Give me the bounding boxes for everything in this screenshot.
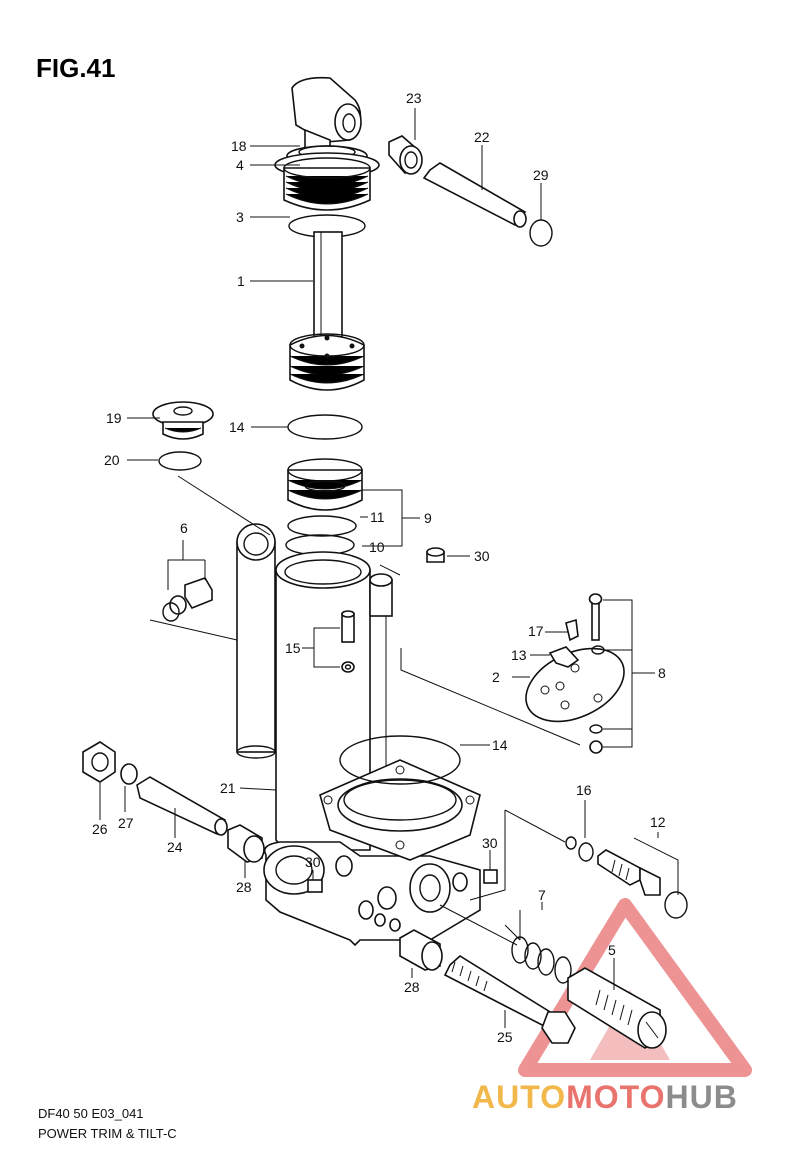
callout-23: 23 xyxy=(406,90,422,106)
callout-30-upper: 30 xyxy=(474,548,490,564)
part-8-bolt-set xyxy=(588,593,605,754)
part-23-bushing xyxy=(388,135,423,175)
part-26-nut xyxy=(82,741,116,783)
callout-30-left: 30 xyxy=(305,854,321,870)
callout-28-left: 28 xyxy=(236,879,252,895)
part-21-cylinder-body xyxy=(236,523,481,947)
part-11-o-ring xyxy=(287,515,357,537)
callout-2: 2 xyxy=(492,669,500,685)
callout-9: 9 xyxy=(424,510,432,526)
part-22-shaft xyxy=(422,162,527,228)
part-9-free-piston xyxy=(287,458,363,511)
callout-14-lower: 14 xyxy=(492,737,508,753)
callout-13: 13 xyxy=(511,647,527,663)
part-30-plug-upper xyxy=(426,547,445,563)
callout-10: 10 xyxy=(369,539,385,555)
callout-30-right: 30 xyxy=(482,835,498,851)
part-14-o-ring-lower xyxy=(339,735,461,785)
part-30-plug-left xyxy=(307,879,323,893)
part-20-o-ring xyxy=(158,451,202,471)
part-6-plug xyxy=(162,577,213,622)
watermark-moto: MOTO xyxy=(566,1079,665,1115)
part-cylinder-cap xyxy=(283,157,371,211)
callout-26: 26 xyxy=(92,821,108,837)
part-5-manual-valve xyxy=(567,967,667,1049)
callout-21: 21 xyxy=(220,780,236,796)
part-2-valve-plate xyxy=(525,647,625,723)
callout-8: 8 xyxy=(658,665,666,681)
callout-12: 12 xyxy=(650,814,666,830)
callout-16: 16 xyxy=(576,782,592,798)
figure-code: DF40 50 E03_041 xyxy=(38,1106,144,1121)
callout-22: 22 xyxy=(474,129,490,145)
figure-title: FIG.41 xyxy=(36,53,115,83)
watermark-triangle-icon xyxy=(518,898,752,1077)
callout-labels: 23 18 22 4 29 3 1 19 14 20 11 9 6 10 30 … xyxy=(92,90,666,1045)
part-25-bolt xyxy=(443,955,576,1044)
callout-29: 29 xyxy=(533,167,549,183)
part-27-washer xyxy=(120,763,138,785)
part-12-valve xyxy=(597,849,688,919)
part-1-piston-rod xyxy=(313,231,343,338)
part-28-bushing-left xyxy=(227,824,265,863)
callout-19: 19 xyxy=(106,410,122,426)
callout-11: 11 xyxy=(370,509,385,525)
leader-lines xyxy=(99,108,679,1028)
watermark-hub: HUB xyxy=(665,1079,737,1115)
part-17-check-valve xyxy=(565,618,579,642)
watermark-auto: AUTO xyxy=(472,1079,566,1115)
callout-20: 20 xyxy=(104,452,120,468)
callout-25: 25 xyxy=(497,1029,513,1045)
part-piston xyxy=(289,333,365,391)
callout-18: 18 xyxy=(231,138,247,154)
watermark-logo xyxy=(518,898,752,1077)
part-13-valve-seat xyxy=(548,646,580,668)
callout-27: 27 xyxy=(118,815,134,831)
part-30-plug-right xyxy=(483,869,498,884)
part-7-o-rings xyxy=(511,936,572,984)
svg-text:AUTOMOTOHUB: AUTOMOTOHUB xyxy=(472,1079,738,1115)
part-pump-flange xyxy=(319,759,481,861)
part-18-tilt-rod-eye xyxy=(291,76,362,153)
callout-5: 5 xyxy=(608,942,616,958)
part-28-bushing-lower xyxy=(399,929,443,971)
part-29-snap-ring xyxy=(529,219,553,247)
callout-28-lower: 28 xyxy=(404,979,420,995)
part-19-filler-plug xyxy=(152,401,214,440)
part-24-tilt-pin xyxy=(136,776,228,836)
callout-7: 7 xyxy=(538,887,546,903)
callout-1: 1 xyxy=(237,273,245,289)
part-15-pin xyxy=(341,610,355,673)
callout-6: 6 xyxy=(180,520,188,536)
callout-14-upper: 14 xyxy=(229,419,245,435)
watermark-wordmark: AUTOMOTOHUB xyxy=(472,1079,738,1115)
callout-4: 4 xyxy=(236,157,244,173)
callout-15: 15 xyxy=(285,640,301,656)
callout-24: 24 xyxy=(167,839,183,855)
part-14-o-ring-upper xyxy=(287,414,363,440)
callout-17: 17 xyxy=(528,623,544,639)
callout-3: 3 xyxy=(236,209,244,225)
part-16-o-rings xyxy=(565,836,594,862)
figure-caption: POWER TRIM & TILT-C xyxy=(38,1126,177,1141)
